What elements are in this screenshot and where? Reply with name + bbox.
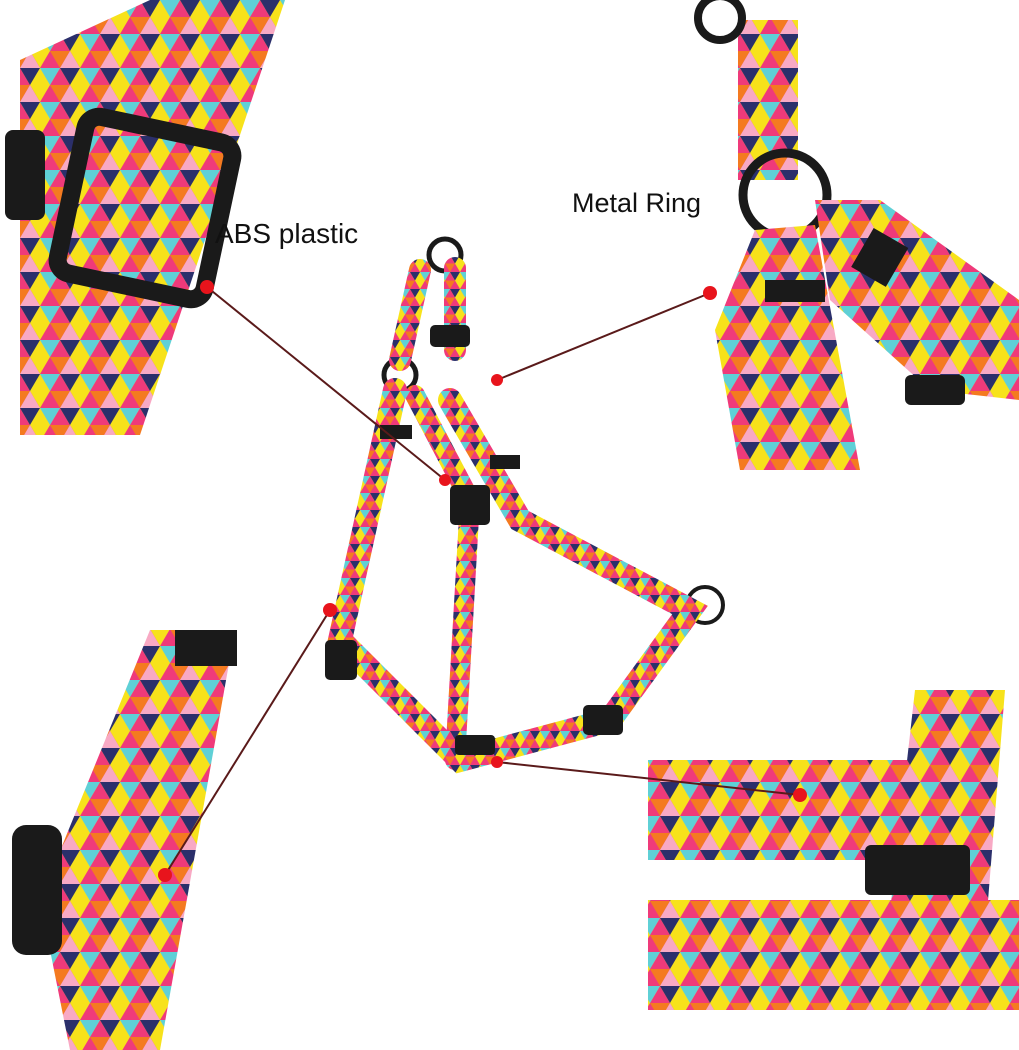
metal-ring-label: Metal Ring — [572, 188, 702, 218]
detail-buckle-topleft — [5, 0, 285, 435]
harness-buckles — [325, 325, 623, 755]
abs-plastic-label: ABS plastic — [215, 218, 359, 249]
detail-strap-bottomright — [648, 690, 1019, 1010]
callout-dots — [158, 280, 807, 882]
callout-lines — [164, 286, 801, 876]
detail-metal-ring-topright — [694, 0, 1019, 470]
detail-slider-bottomleft — [12, 630, 237, 1050]
harness-center — [326, 236, 725, 774]
